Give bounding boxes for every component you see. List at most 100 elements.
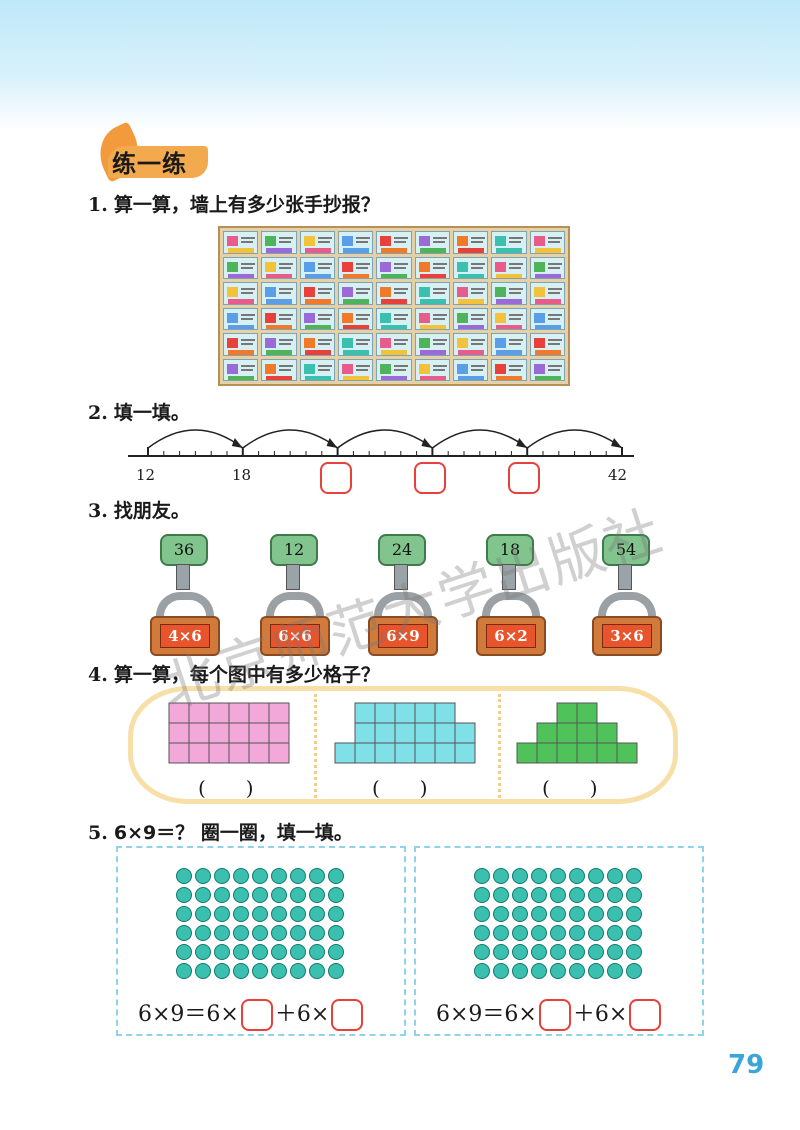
poster (261, 231, 297, 254)
dot (588, 887, 604, 903)
grid-cell (556, 702, 578, 724)
answer-paren-1[interactable]: ( ) (198, 776, 254, 800)
key[interactable]: 12 (270, 534, 318, 566)
dot (214, 944, 230, 960)
dot (474, 925, 490, 941)
dot (252, 925, 268, 941)
question-text: 算一算，墙上有多少张手抄报？ (113, 194, 380, 216)
dot (493, 906, 509, 922)
dot (328, 944, 344, 960)
poster (414, 282, 450, 305)
dot (195, 887, 211, 903)
poster (491, 358, 527, 381)
poster (337, 282, 374, 305)
dot (569, 906, 585, 922)
equation: 6×9＝6× ＋6× (138, 996, 365, 1031)
arrow-head (326, 438, 338, 448)
answer-box-1[interactable] (320, 462, 352, 494)
dot (233, 944, 249, 960)
lock-label: 3×6 (602, 624, 652, 648)
key-shaft (394, 564, 408, 590)
dot (233, 963, 249, 979)
dot (474, 906, 490, 922)
equation-left: 6×9＝6× (138, 1002, 239, 1027)
answer-box[interactable] (240, 999, 273, 1031)
lock[interactable]: 3×6 (592, 616, 662, 656)
equation-mid: ＋6× (572, 1002, 628, 1027)
poster (376, 282, 412, 305)
dot (271, 925, 287, 941)
grid-cell (374, 742, 396, 764)
poster (337, 256, 374, 279)
question-text: 算一算，每个图中有多少格子？ (113, 664, 380, 686)
poster (299, 231, 335, 254)
dot (531, 887, 547, 903)
lock[interactable]: 6×2 (476, 616, 546, 656)
answer-box-2[interactable] (414, 462, 446, 494)
poster (337, 307, 374, 330)
dot (493, 925, 509, 941)
question-text: 填一填。 (113, 402, 190, 424)
poster (414, 256, 450, 279)
answer-box[interactable] (331, 999, 364, 1031)
dot (233, 906, 249, 922)
dot (512, 887, 528, 903)
grid-cell (516, 742, 538, 764)
dot (626, 868, 642, 884)
grid-cell (248, 742, 270, 764)
dot (214, 868, 230, 884)
dot (493, 887, 509, 903)
lock[interactable]: 4×6 (150, 616, 220, 656)
key-lock-5: 54 3×6 (592, 534, 662, 656)
lock[interactable]: 6×6 (260, 616, 330, 656)
grid-cell (394, 742, 416, 764)
answer-box[interactable] (629, 999, 662, 1031)
arrow-head (611, 438, 622, 448)
dot (531, 944, 547, 960)
equation-mid: ＋6× (274, 1002, 330, 1027)
grid-cell (168, 722, 190, 744)
grid-cell (414, 722, 436, 744)
lock-label: 6×9 (378, 624, 428, 648)
dot (252, 963, 268, 979)
dot (607, 925, 623, 941)
dot (550, 944, 566, 960)
grid-cell (268, 702, 290, 724)
grid-cell (454, 722, 476, 744)
dot (290, 887, 306, 903)
dot (493, 963, 509, 979)
question-4: 4.算一算，每个图中有多少格子？ (88, 660, 380, 687)
answer-paren-2[interactable]: ( ) (372, 776, 428, 800)
dot (195, 925, 211, 941)
key[interactable]: 36 (160, 534, 208, 566)
pink-grid (168, 702, 290, 764)
answer-box-3[interactable] (508, 462, 540, 494)
question-number: 3. (88, 500, 108, 522)
answer-paren-3[interactable]: ( ) (542, 776, 598, 800)
grid-cell (434, 742, 456, 764)
lock-label: 4×6 (160, 624, 210, 648)
dot (626, 963, 642, 979)
dot (607, 868, 623, 884)
dot (626, 925, 642, 941)
jump-arc (431, 429, 528, 449)
poster (452, 358, 489, 381)
dot (626, 944, 642, 960)
grid-cell (354, 742, 376, 764)
dot (531, 906, 547, 922)
lock[interactable]: 6×9 (368, 616, 438, 656)
poster (223, 307, 259, 330)
dot (531, 925, 547, 941)
dot (290, 925, 306, 941)
question-1: 1.算一算，墙上有多少张手抄报？ (88, 190, 380, 217)
poster (337, 358, 374, 381)
poster (529, 358, 565, 381)
section-badge: 练一练 (89, 121, 210, 183)
dot (309, 925, 325, 941)
poster (491, 333, 527, 356)
dot (309, 963, 325, 979)
answer-box[interactable] (538, 999, 571, 1031)
dot (214, 963, 230, 979)
grid-cell (334, 742, 356, 764)
dot (588, 906, 604, 922)
